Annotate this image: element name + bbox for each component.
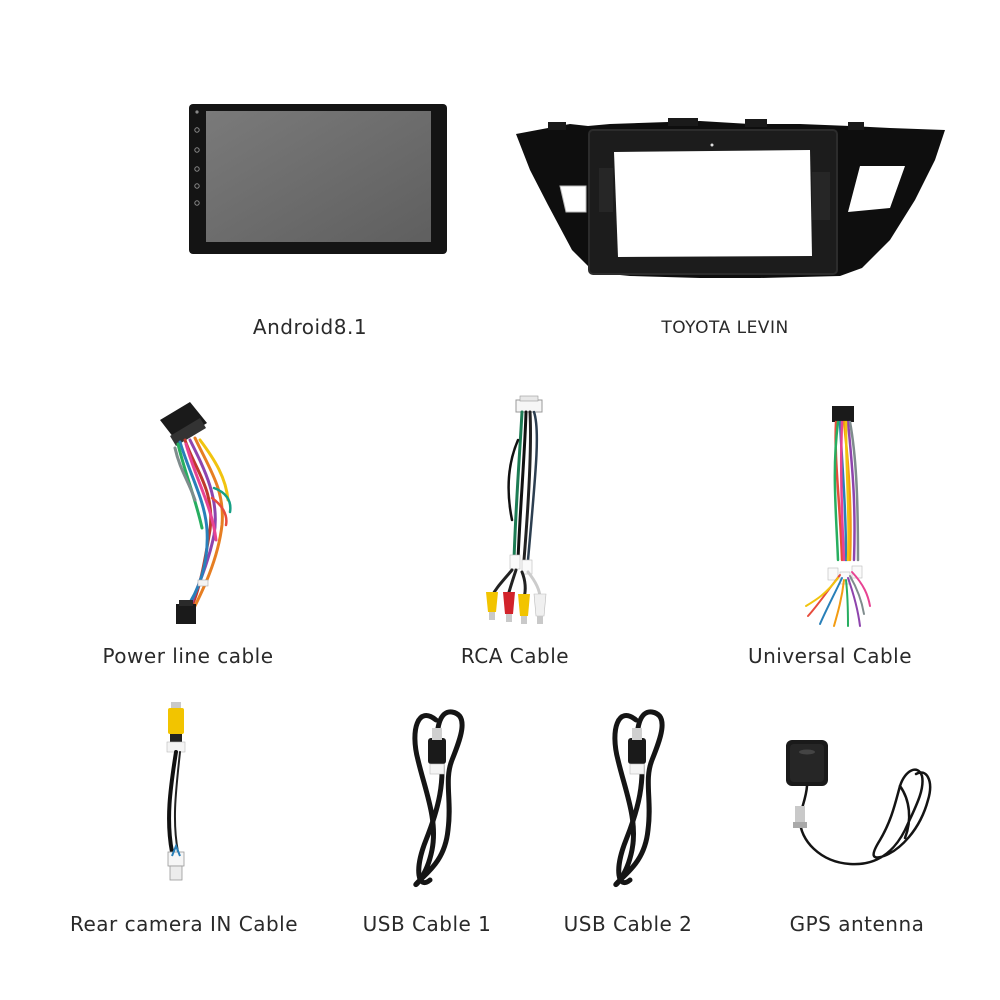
usb-cable-1-label: USB Cable 1: [362, 912, 492, 936]
power-cable-label: Power line cable: [102, 644, 274, 668]
head-unit-label: Android8.1: [252, 315, 368, 339]
rear-camera-cable-label: Rear camera IN Cable: [69, 912, 299, 936]
dash-frame-label: TOYOTA LEVIN: [661, 318, 789, 338]
usb-cable-2-label: USB Cable 2: [563, 912, 693, 936]
gps-antenna-label: GPS antenna: [789, 912, 925, 936]
universal-cable-label: Universal Cable: [747, 644, 913, 668]
rca-cable-label: RCA Cable: [460, 644, 570, 668]
